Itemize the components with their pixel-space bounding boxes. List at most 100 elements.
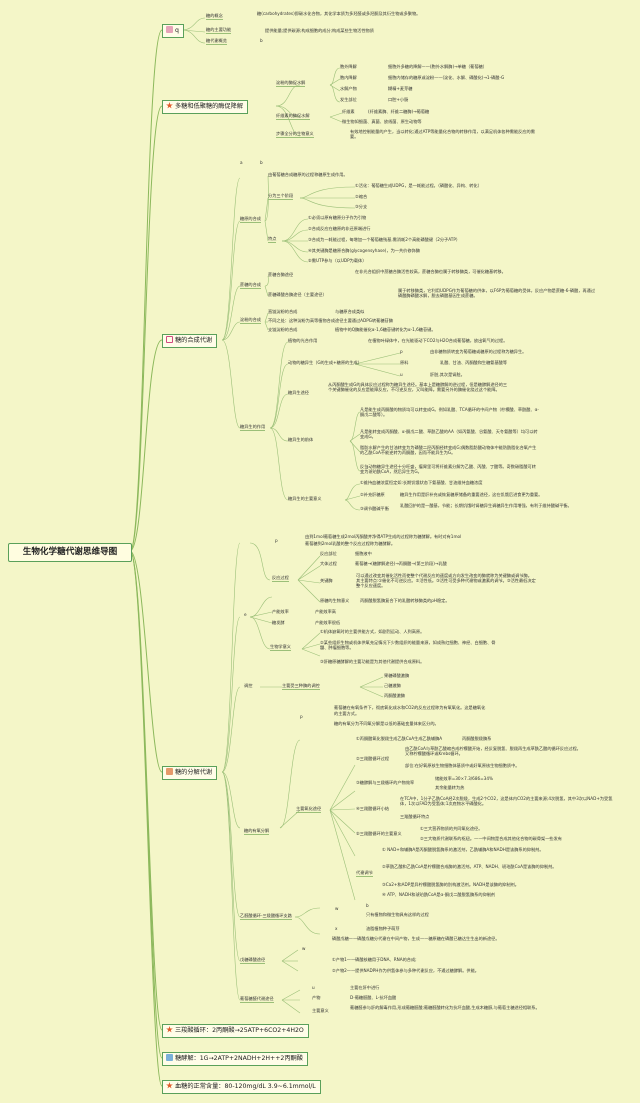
glucuronate-pathway[interactable]: 葡萄糖醛代谢途径: [240, 996, 274, 1003]
house-icon: [166, 26, 173, 33]
inner-degradation[interactable]: 胞内降解: [340, 75, 357, 80]
star-outline-icon: [166, 336, 173, 343]
biological-significance-pre-text: 丙酮酸脱氢酶复合下的乳酸转移酶类的pH稳定。: [360, 598, 450, 603]
starch-difference: 不同之处：这种淀粉为高等植物合成途径主要通过ADPG转葡糖苷酶: [268, 318, 393, 323]
branch-degradation[interactable]: 多糖和低聚糖的酶促降解: [162, 100, 249, 114]
star-icon: [166, 102, 173, 109]
branch-blood-glucose[interactable]: 血糖的正常含量：80-120mg/dL 3.9~6.1mmol/L: [162, 1080, 321, 1094]
branch-catabolism[interactable]: 糖的分解代谢: [162, 766, 218, 780]
amylose-text: 与糖原合成类似: [335, 309, 365, 314]
inner-degradation-text: 细胞内储存的糖原或淀粉——(淀化、水解、磷酸化)→1-磷酸-G: [388, 75, 505, 80]
function-label[interactable]: 糖的主要功能: [206, 27, 232, 34]
gng-materials[interactable]: 原料: [400, 360, 409, 365]
gng-materials-text: 乳酸、甘油、丙酮酸和生糖氨基酸等: [440, 360, 508, 365]
glucuronate-u[interactable]: u: [312, 985, 315, 990]
branch-anabolism[interactable]: 糖的合成代谢: [162, 334, 218, 348]
glucuronate-significance[interactable]: 主要意义: [312, 1008, 329, 1013]
key-enzymes[interactable]: 关键酶: [320, 578, 333, 583]
significance-3[interactable]: ③调节酸碱平衡: [360, 506, 389, 511]
glycolysis-p[interactable]: p: [275, 538, 278, 543]
anabolism-a[interactable]: a: [240, 160, 243, 165]
tca-significance[interactable]: ⑤三羧酸循环的主要意义: [356, 831, 402, 836]
energy-efficiency[interactable]: 产能效率: [272, 609, 289, 614]
pentose-phosphate[interactable]: 戊糖磷酸途径: [240, 957, 266, 964]
sucrose-synthesis[interactable]: 蔗糖的合成: [240, 282, 261, 289]
precursor-3: 脂肪水解产生的甘油转变为为磷酸二羟丙酮经转变成G;偶数脂肪酸动物体中能防酰脂化合…: [360, 445, 537, 456]
glycogen-synthesis[interactable]: 糖原的合成: [240, 216, 261, 223]
function-text: 提供能量;提供碳源;构成细胞的成分;构成某些生物活性物质: [265, 28, 374, 33]
tca-process[interactable]: ②三羧酸循环过程: [356, 756, 390, 761]
three-enzymes[interactable]: 主要受三种酶的调控: [282, 683, 320, 690]
efficiency-1: 储能效率=30×7.3/686=34%: [435, 776, 493, 781]
glycolysis-def-2: 葡萄糖到2mol乳酸的整个反应过程称为糖酵解。: [305, 541, 396, 546]
aerobic-def-1: 葡萄糖在有氧条件下，彻底氧化成水和CO2的反应过程称为有氧氧化。这是糖氧化: [334, 705, 486, 710]
animal-gng[interactable]: 动物的糖异生（G的生成+糖原的生成）: [288, 360, 362, 365]
glyoxylate-w[interactable]: w: [335, 906, 339, 911]
root-title[interactable]: 生物化学糖代谢思维导图: [8, 543, 132, 562]
gng-pathway[interactable]: 糖异生途径: [288, 390, 309, 395]
fermentation-text: 产能效率很低: [315, 620, 341, 625]
glyoxylate-cycle[interactable]: 乙醛酸循环-三羧酸循环支路: [240, 913, 292, 920]
step-significance[interactable]: 步骤全分的生物意义: [276, 131, 314, 138]
branch-intro[interactable]: q: [162, 24, 184, 38]
starch-synthesis[interactable]: 淀粉的合成: [240, 317, 261, 324]
starch-hydrolysis[interactable]: 淀粉的酶促水解: [276, 80, 306, 87]
significance-2[interactable]: ②补充肝糖原: [360, 492, 385, 497]
pentose-text-1: 磷酸戊糖——磷酸戊糖分代谢在中间产物，生成——糖原糖在磷酸已糖达生生出的新途径。: [332, 936, 500, 941]
route-1[interactable]: ①丙酮酸氧化脱羧生成乙酰CoA生成乙酰辅酶A: [356, 736, 443, 741]
regulation[interactable]: 调控: [244, 683, 253, 688]
gng-precursors[interactable]: 糖异生的前体: [288, 437, 314, 442]
site-text: 口腔+小肠: [388, 97, 409, 102]
site[interactable]: 发生部位: [340, 97, 357, 102]
three-stages[interactable]: 分为三个阶段: [268, 193, 294, 200]
reaction-site[interactable]: 反应部位: [320, 551, 337, 556]
sps-path[interactable]: 蔗糖磷酸合酶途径（主要途径）: [268, 292, 327, 297]
main-oxidation-route[interactable]: 主要氧化途径: [296, 806, 322, 813]
gng-p[interactable]: p: [400, 349, 403, 354]
significance-2-text: 糖异生作用是肝补充或恢复糖原储备的重要途径，这在饥饿后进食更为重要。: [400, 492, 543, 497]
hydrolysis-product-text: 糊精+麦芽糖: [388, 86, 413, 91]
glyoxylate-b: b: [366, 903, 369, 908]
reaction-process[interactable]: 反应过程: [272, 575, 289, 582]
glycolysis-def-1: 由到1mol葡萄糖生成2mol丙酮酸并净得ATP生成的过程称为糖酵解。有时对有1…: [305, 534, 462, 539]
stage-activation: ①活化：葡萄糖生成UDPG，是一耗能过程。（磷酸化、异构、转化）: [355, 183, 482, 188]
aerobic-p[interactable]: p: [300, 714, 303, 719]
branch-glycolysis-summary[interactable]: 糖酵解：1G→2ATP+2NADH+2H++2丙酮酸: [162, 1052, 308, 1066]
feature-1: ①必须以原有糖原分子作为引物: [308, 215, 367, 220]
overview-label[interactable]: 糖代谢概览: [206, 38, 227, 45]
hydrolysis-product[interactable]: 水解产物: [340, 86, 357, 91]
concept-label[interactable]: 糖的概念: [206, 13, 223, 20]
reaction-site-text: 细胞液中: [355, 551, 372, 556]
biological-significance-pre[interactable]: 原糖的生物意义: [320, 598, 350, 603]
pentose-w[interactable]: w: [302, 946, 306, 951]
metabolic-regulation[interactable]: 代谢调节: [356, 870, 373, 877]
gluconeogenesis[interactable]: 糖异生的作用: [240, 424, 266, 431]
glucuronate-products[interactable]: 产物: [312, 995, 321, 1000]
amylose[interactable]: 直链淀粉的合成: [268, 309, 298, 314]
fermentation[interactable]: 糖发酵: [272, 620, 285, 625]
feature-3: ③合成为一耗能过程，每增加一个葡萄糖残基,需消耗2个高能磷酸键（2分子ATP）: [308, 237, 461, 242]
tca-summary[interactable]: ④三羧酸循环小结: [356, 806, 390, 811]
energy-e[interactable]: e: [244, 612, 247, 617]
features[interactable]: 特点: [268, 236, 277, 243]
significance-3-text: 乳酸回护的是一酸基，节能；长期饥饿时肾糖异生调糖异生作用增强，有利于维持酸碱平衡…: [400, 503, 572, 508]
aerobic-oxidation[interactable]: 糖的有氧分解: [244, 828, 270, 835]
pentose-text-2: ①产物1——磷酸核糖用于DNA、RNA的合成;: [332, 957, 417, 962]
branch-tca-summary[interactable]: 三羧酸循环：2丙酮酸→25ATP+6CO2+4H2O: [162, 1024, 309, 1038]
tca-summary-text: 在TCA中，1分子乙酰CoA经2次脱羧，生成2个CO2，这是体内CO2的主要来源…: [400, 796, 613, 807]
glyoxylate-x[interactable]: x: [335, 926, 338, 931]
tca-significance-1: ①三大营养物质的共同氧化途径。: [420, 826, 483, 831]
gng-u[interactable]: u: [400, 372, 403, 377]
efficiency[interactable]: ③糖酵解与三羧循环的产物效率: [356, 780, 415, 785]
cellulose-hydrolysis[interactable]: 纤维素的酶促水解: [276, 113, 310, 120]
photosynthesis-text: 在植物叶绿体中，在光能驱动下CO2与H2O合成葡萄糖，放出氧气的过程。: [368, 338, 508, 343]
overall-process[interactable]: 大体过程: [320, 561, 337, 566]
outer-degradation[interactable]: 胞外降解: [340, 64, 357, 69]
cellulose[interactable]: 纤维素: [342, 109, 355, 114]
glycolysis-significance[interactable]: 生物学意义: [270, 644, 291, 651]
gng-significance[interactable]: 糖异生的主要意义: [288, 496, 322, 501]
photosynthesis[interactable]: 植物的光合作用: [288, 338, 318, 343]
sucrose-synthase-path[interactable]: 蔗糖合酶途径: [268, 272, 294, 277]
amylopectin[interactable]: 支链淀粉的合成: [268, 327, 298, 332]
stage-condensation: ②缩合: [355, 194, 368, 199]
